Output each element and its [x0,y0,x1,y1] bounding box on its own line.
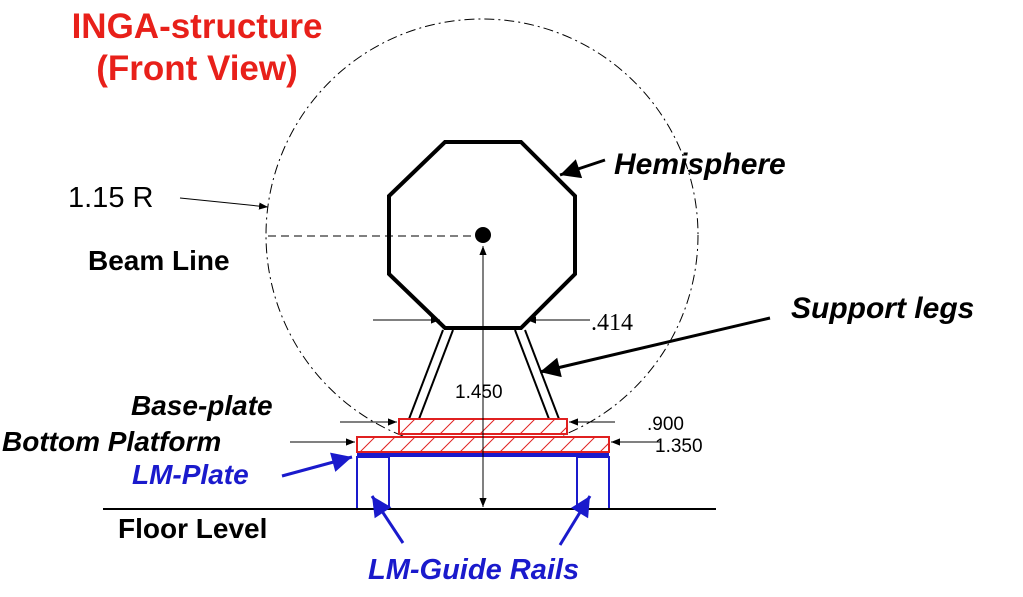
radius-label: 1.15 R [68,182,153,214]
radius-leader [179,197,269,210]
beam-line-label: Beam Line [88,245,230,276]
title-line-1: INGA-structure [72,7,323,46]
platform-width-value: 1.350 [655,436,703,457]
hemisphere-leader [559,158,606,179]
hemisphere-label: Hemisphere [614,148,786,181]
title-line-2: (Front View) [96,49,298,88]
support-legs-leader [539,316,771,378]
envelope-circle [265,18,699,452]
bottom-platform-label: Bottom Platform [2,426,221,457]
lm-plate-label: LM-Plate [132,459,249,490]
lm-guide-rails-label: LM-Guide Rails [368,554,579,586]
base-plate-width-value: .900 [647,414,684,435]
lm-plate-leader [281,452,353,478]
lm-rail-left-leader [370,495,405,544]
bottom-platform [356,436,610,453]
beam-height-value: 1.450 [455,382,503,403]
beam-center-point [475,227,491,243]
support-legs [408,329,560,420]
lm-rail-right-leader [558,495,592,546]
floor-level-label: Floor Level [118,513,267,544]
support-legs-label: Support legs [791,292,974,325]
leg-top-width-value: .414 [591,310,633,336]
base-plate-label: Base-plate [131,390,273,421]
hemisphere-octagon [387,140,577,330]
base-plate [398,418,568,435]
